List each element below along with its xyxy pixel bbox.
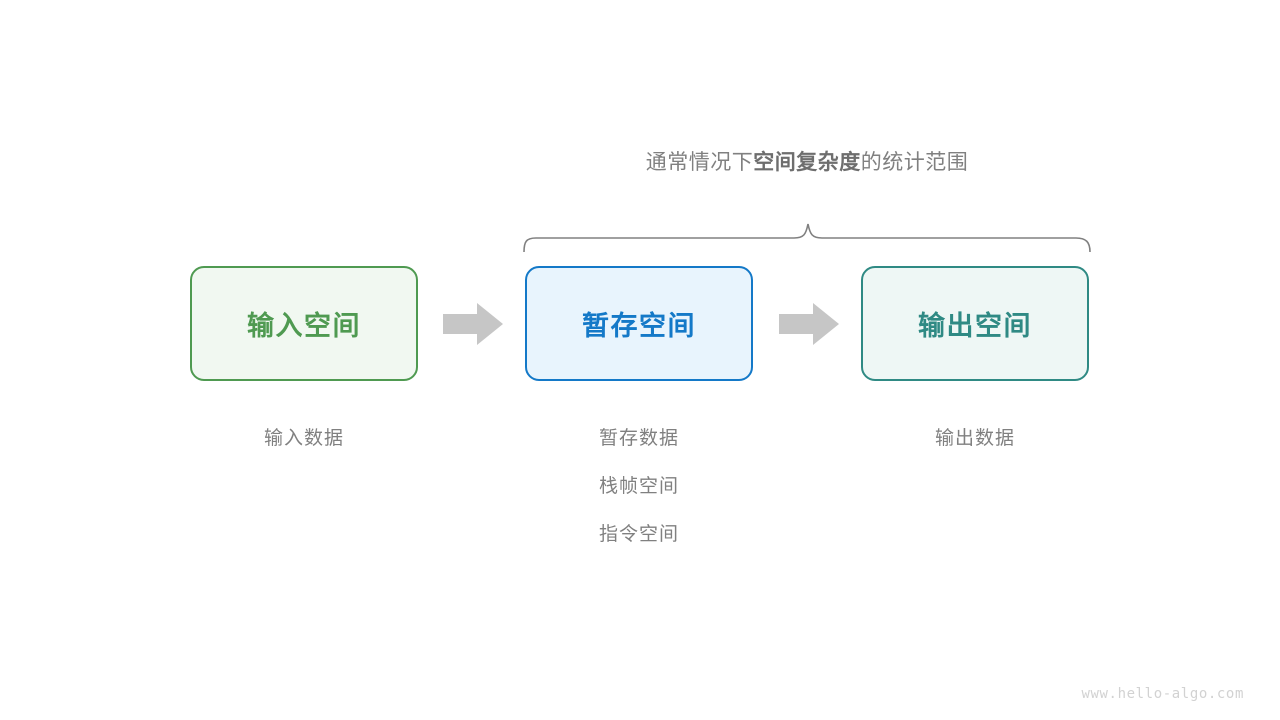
captions-input: 输入数据 [190, 415, 418, 463]
box-output-space: 输出空间 [861, 266, 1089, 381]
scope-brace-icon [523, 223, 1091, 252]
caption-item: 输出数据 [934, 428, 1015, 449]
box-input-space: 输入空间 [190, 266, 418, 381]
box-input-space-label: 输入空间 [247, 311, 361, 341]
scope-caption-prefix: 通常情况下 [645, 151, 754, 174]
box-output-space-label: 输出空间 [918, 311, 1032, 341]
box-temp-space-label: 暂存空间 [582, 311, 696, 341]
box-temp-space: 暂存空间 [525, 266, 753, 381]
scope-caption-strong: 空间复杂度 [753, 151, 861, 174]
scope-caption-suffix: 的统计范围 [860, 151, 969, 174]
watermark: www.hello-algo.com [1081, 686, 1244, 702]
caption-item: 输入数据 [263, 428, 344, 449]
caption-item: 栈帧空间 [598, 476, 679, 497]
arrow-right-icon [779, 303, 839, 345]
captions-output: 输出数据 [861, 415, 1089, 463]
scope-caption: 通常情况下空间复杂度的统计范围 [524, 146, 1090, 176]
captions-temp: 暂存数据 栈帧空间 指令空间 [525, 415, 753, 559]
arrow-right-icon [443, 303, 503, 345]
caption-item: 暂存数据 [598, 428, 679, 449]
caption-item: 指令空间 [598, 524, 679, 545]
